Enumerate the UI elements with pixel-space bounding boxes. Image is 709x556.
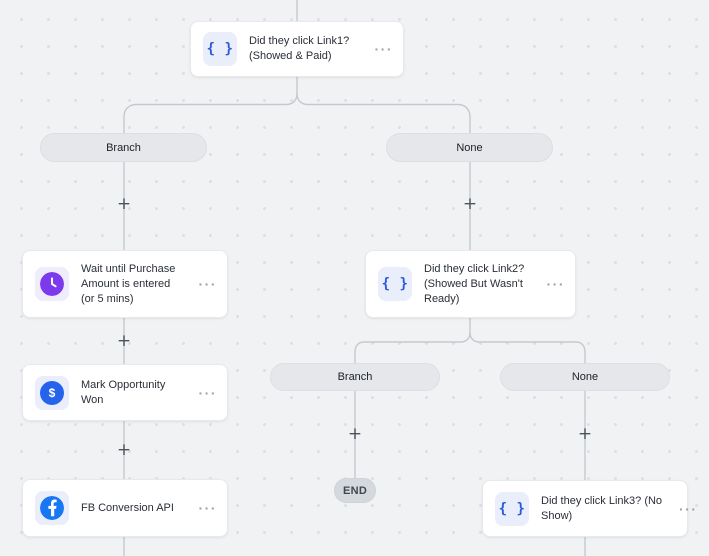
node-label: Mark Opportunity Won [81, 378, 166, 406]
plus-icon: + [116, 331, 132, 351]
branch-pill-label: Branch [337, 371, 373, 383]
node-label: FB Conversion API [81, 501, 174, 514]
node-label: Did they click Link1? (Showed & Paid) [249, 35, 350, 62]
none-pill-1[interactable]: None [386, 133, 553, 162]
braces-glyph: { } [206, 41, 234, 57]
node-link1-condition[interactable]: { } Did they click Link1? (Showed & Paid… [190, 21, 404, 77]
braces-glyph: { } [381, 276, 409, 292]
plus-icon: + [577, 424, 593, 444]
add-action-button[interactable]: + [112, 192, 136, 216]
plus-icon: + [116, 194, 132, 214]
dollar-icon: $ [35, 375, 69, 410]
node-menu-button[interactable]: ··· [374, 41, 393, 57]
dollar-glyph: $ [40, 380, 64, 405]
node-link2-condition[interactable]: { } Did they click Link2? (Showed But Wa… [365, 250, 576, 318]
node-menu-button[interactable]: ··· [198, 276, 217, 292]
node-link3-condition[interactable]: { } Did they click Link3? (No Show) ··· [482, 480, 696, 537]
none-pill-2[interactable]: None [500, 363, 670, 391]
none-pill-label: None [571, 371, 599, 383]
add-action-button[interactable]: + [112, 329, 136, 353]
node-menu-button[interactable]: ··· [546, 276, 565, 292]
node-menu-button[interactable]: ··· [198, 384, 217, 401]
node-label: Did they click Link2? (Showed But Wasn't… [424, 262, 525, 305]
none-pill-label: None [456, 141, 483, 154]
add-action-button[interactable]: + [458, 192, 482, 216]
node-label: Wait until Purchase Amount is entered (o… [81, 262, 176, 305]
node-fb-conversion-api[interactable]: FB Conversion API ··· [22, 479, 228, 537]
branch-pill-1[interactable]: Branch [40, 133, 207, 162]
braces-icon: { } [378, 267, 412, 301]
clock-icon [35, 267, 69, 301]
node-menu-button[interactable]: ··· [679, 500, 698, 517]
end-badge-label: END [342, 484, 368, 497]
facebook-icon [35, 491, 69, 525]
node-label: Did they click Link3? (No Show) [541, 494, 663, 522]
braces-icon: { } [203, 32, 237, 66]
add-action-button[interactable]: + [112, 438, 136, 462]
braces-icon: { } [495, 491, 529, 526]
plus-icon: + [462, 194, 478, 214]
end-badge: END [334, 478, 376, 503]
braces-glyph: { } [498, 500, 526, 517]
branch-pill-label: Branch [106, 141, 141, 154]
node-wait-purchase[interactable]: Wait until Purchase Amount is entered (o… [22, 250, 228, 318]
node-menu-button[interactable]: ··· [198, 500, 217, 516]
add-action-button[interactable]: + [343, 422, 367, 446]
plus-icon: + [347, 424, 363, 444]
branch-pill-2[interactable]: Branch [270, 363, 440, 391]
add-action-button[interactable]: + [573, 422, 597, 446]
plus-icon: + [116, 440, 132, 460]
node-mark-opportunity-won[interactable]: $ Mark Opportunity Won ··· [22, 364, 228, 421]
